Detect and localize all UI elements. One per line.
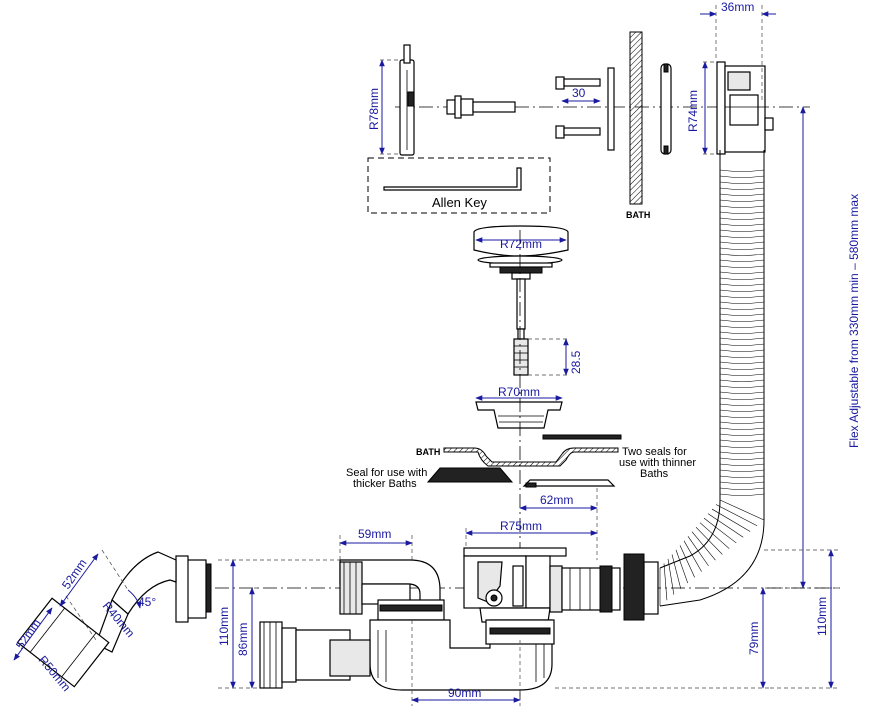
- dim-62: 62mm: [540, 493, 573, 507]
- dim-110a: 110mm: [217, 607, 231, 646]
- screws: [555, 76, 601, 139]
- dim-45deg: 45°: [138, 595, 156, 609]
- dim-r74: R74mm: [686, 90, 700, 132]
- overflow-body: [716, 61, 774, 155]
- dim-r72: R72mm: [500, 237, 542, 251]
- label-two-seals-2: use with thinner: [619, 457, 696, 469]
- trap-assembly: R75mm 59mm: [215, 519, 840, 706]
- dim-flex: Flex Adjustable from 330mm min – 580mm m…: [847, 194, 861, 448]
- dim-110b: 110mm: [815, 597, 829, 636]
- strainer: R70mm: [475, 385, 563, 429]
- label-bath-top: BATH: [626, 210, 650, 220]
- bath-wall: [629, 31, 643, 205]
- backplate: [607, 67, 615, 151]
- label-two-seals-1: Two seals for: [622, 446, 687, 458]
- dim-86: 86mm: [236, 623, 250, 656]
- angled-adapter: 52mm 52mm R40mm R50mm 45°: [13, 549, 212, 694]
- dim-36: 36mm: [721, 0, 754, 14]
- label-two-seals-3: Baths: [640, 468, 669, 480]
- label-bath-mid: BATH: [416, 447, 440, 457]
- top-assembly-row: R78mm 30 BATH: [367, 0, 810, 220]
- label-allen-key: Allen Key: [432, 195, 487, 210]
- waste-flange: [463, 547, 567, 557]
- bath-section: BATH Seal for use with thicker Baths Two…: [346, 230, 696, 700]
- label-seal-thick-2: thicker Baths: [353, 478, 417, 490]
- dim-30: 30: [572, 86, 586, 100]
- dim-79: 79mm: [747, 622, 761, 655]
- dim-28-5: 28.5: [569, 350, 583, 374]
- overflow-handle: [399, 44, 415, 156]
- dim-r70: R70mm: [498, 385, 540, 399]
- dim-r78: R78mm: [367, 88, 381, 130]
- overflow-washer: [660, 63, 672, 155]
- pop-up-plug: R72mm: [473, 225, 569, 376]
- allen-key-box: Allen Key: [367, 157, 551, 214]
- label-seal-thick-1: Seal for use with: [346, 467, 427, 479]
- dim-90: 90mm: [448, 686, 481, 700]
- flexible-hose: [659, 150, 765, 607]
- dim-r75: R75mm: [500, 519, 542, 533]
- dim-59: 59mm: [358, 527, 391, 541]
- spindle: [446, 95, 516, 119]
